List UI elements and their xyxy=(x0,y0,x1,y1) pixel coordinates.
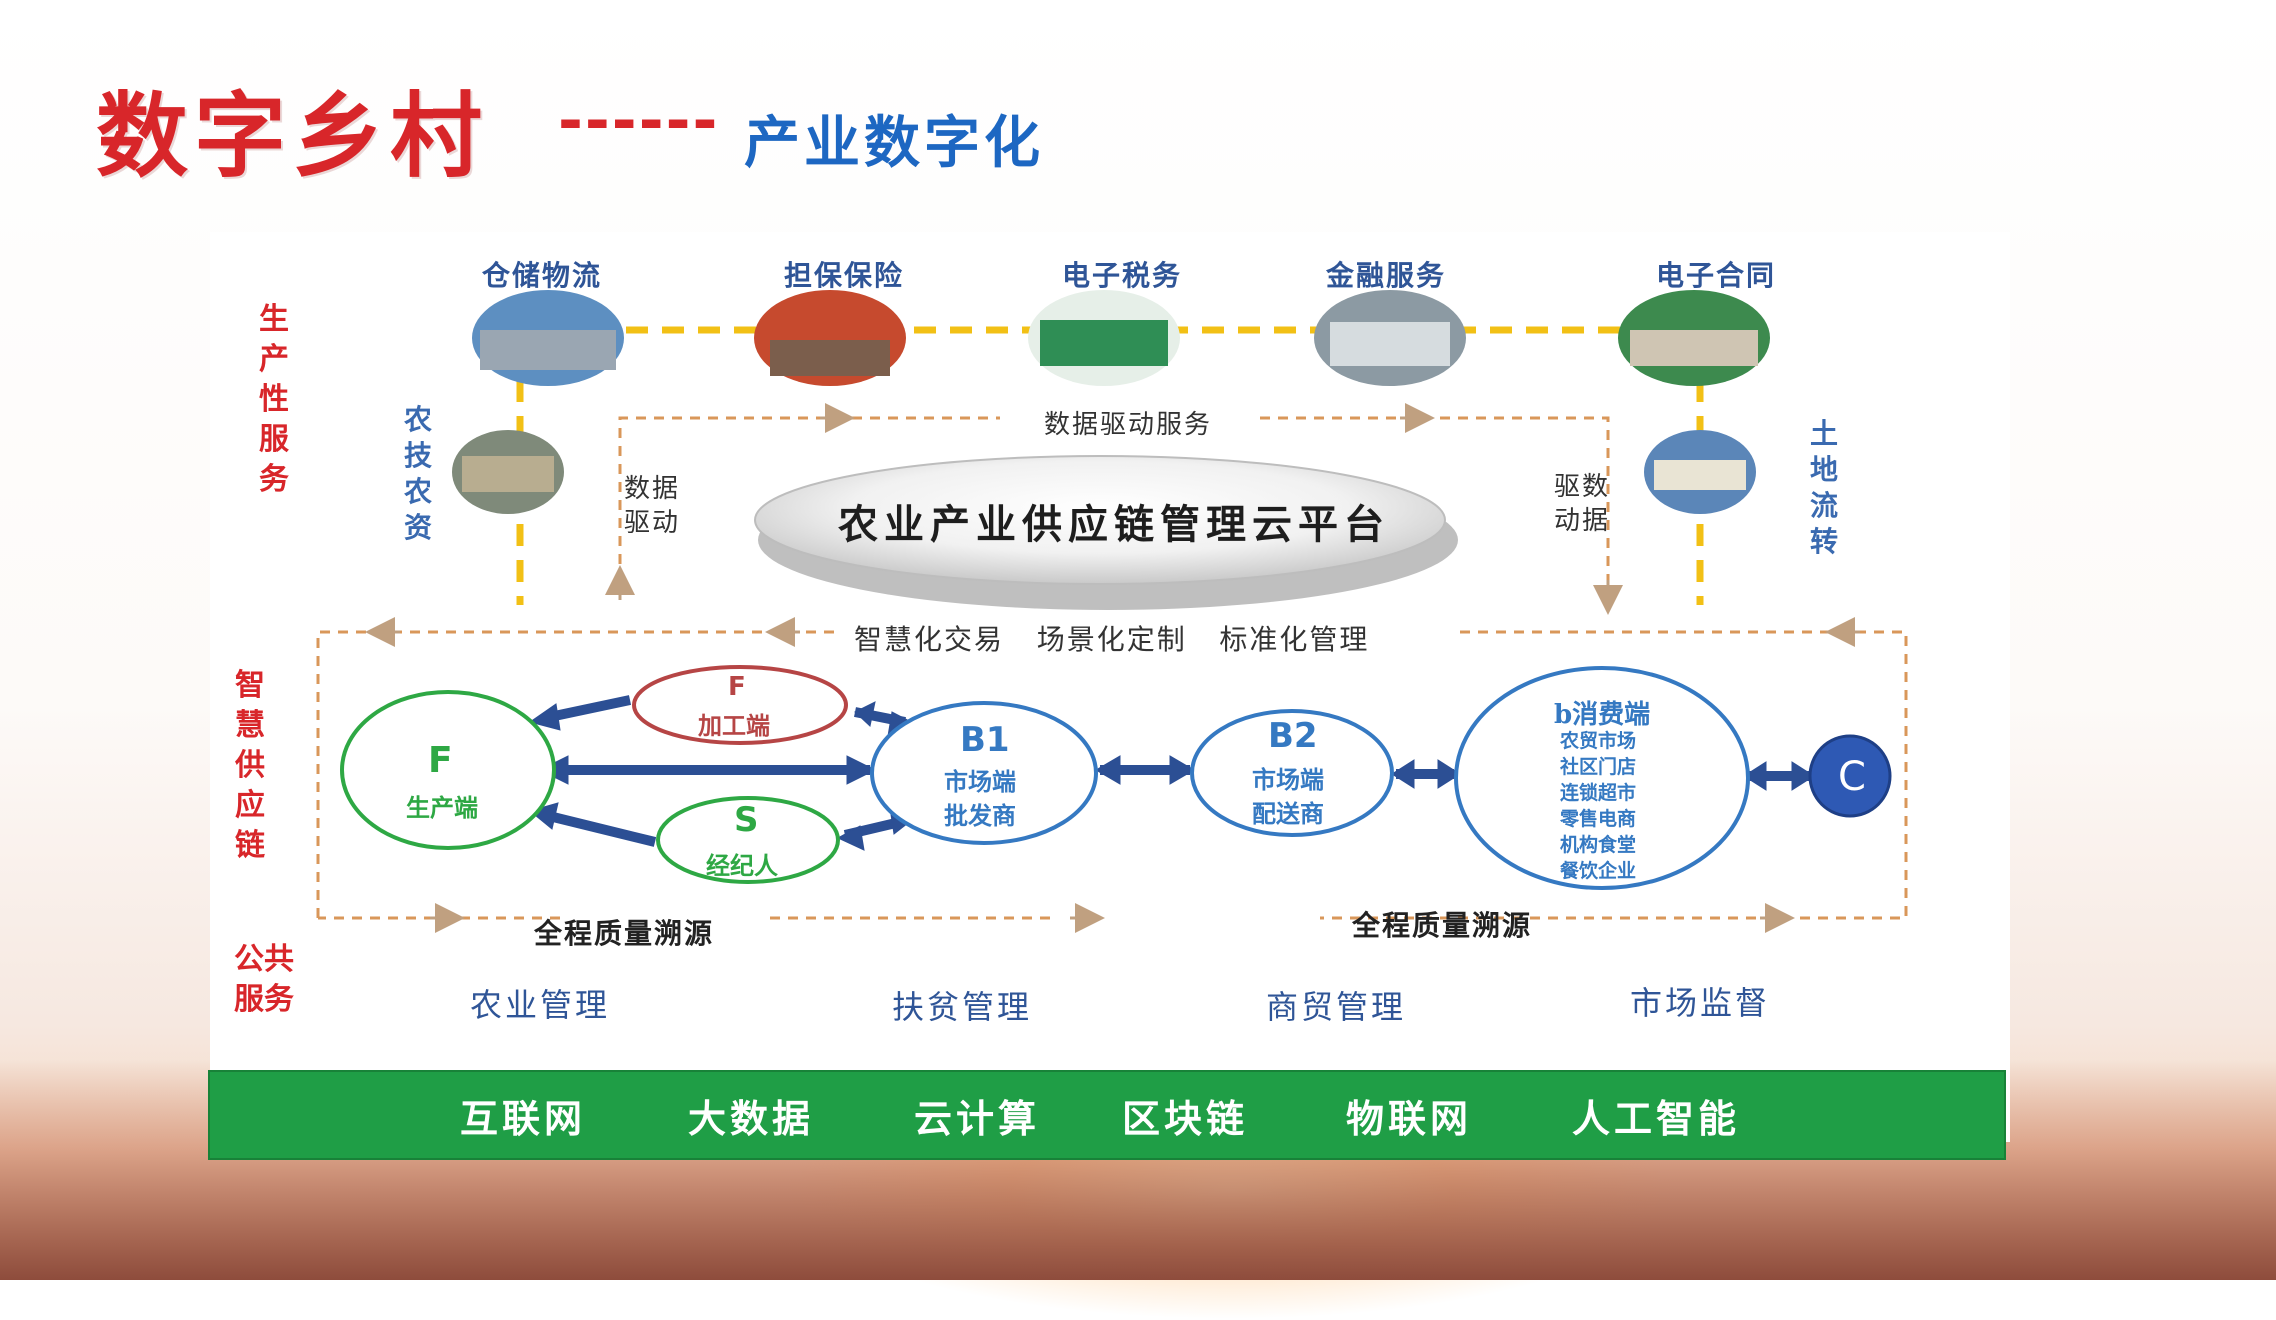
node-b-consumer-title: b消费端 xyxy=(1554,700,1651,730)
page-subtitle: 产业数字化 xyxy=(744,111,1044,176)
node-f-producer-letter: F xyxy=(428,740,453,781)
tech-cloud-computing: 云计算 xyxy=(914,1096,1041,1141)
node-f-producer-label: 生产端 xyxy=(406,793,478,822)
consumer-item: 连锁超市 xyxy=(1560,782,1637,804)
node-b2 xyxy=(1190,709,1394,837)
node-c-letter: C xyxy=(1838,754,1866,800)
data-loop-upper xyxy=(618,416,1610,600)
tech-blockchain: 区块链 xyxy=(1122,1096,1249,1141)
cloud-platform xyxy=(754,455,1446,585)
consumer-item: 餐饮企业 xyxy=(1560,860,1637,882)
node-s-label: 经纪人 xyxy=(706,851,778,880)
technology-bar xyxy=(208,1070,2006,1160)
node-f-processor xyxy=(632,665,848,745)
node-f-producer xyxy=(340,690,556,850)
node-c xyxy=(1808,734,1892,818)
diagram-canvas xyxy=(316,290,1908,933)
public-trade-management: 商贸管理 xyxy=(1266,988,1407,1026)
node-f-processor-letter: F xyxy=(728,672,746,702)
data-driven-left-2: 驱动 xyxy=(624,508,681,538)
node-b1-letter: B1 xyxy=(960,720,1010,760)
trace-label-left: 全程质量溯源 xyxy=(534,917,715,950)
service-photos xyxy=(452,290,1770,514)
label-smart-supply-chain: 智慧供应链 xyxy=(235,668,265,863)
title-separator: ------ xyxy=(558,86,720,156)
tech-big-data: 大数据 xyxy=(688,1096,815,1141)
node-b1 xyxy=(870,701,1098,845)
node-b2-line-2: 配送商 xyxy=(1252,799,1324,828)
node-b-consumer xyxy=(1454,666,1750,890)
node-b2-letter: B2 xyxy=(1268,716,1318,756)
data-driven-service: 数据驱动服务 xyxy=(1044,410,1213,440)
tech-iot: 物联网 xyxy=(1346,1096,1473,1141)
node-b2-line-1: 市场端 xyxy=(1252,765,1324,794)
public-poverty-alleviation: 扶贫管理 xyxy=(892,988,1033,1026)
label-public-service: 公共服务 xyxy=(234,942,294,1017)
page-title: 数字乡村 xyxy=(96,82,489,190)
consumer-item: 机构食堂 xyxy=(1560,834,1637,856)
node-s-broker xyxy=(656,796,840,884)
node-s-letter: S xyxy=(734,800,759,840)
service-finance: 金融服务 xyxy=(1326,259,1447,292)
platform-features: 智慧化交易 场景化定制 标准化管理 xyxy=(854,623,1370,656)
service-e-tax: 电子税务 xyxy=(1062,259,1183,292)
data-driven-right-2: 动据 xyxy=(1554,506,1611,536)
consumer-item: 农贸市场 xyxy=(1560,730,1637,752)
service-warehouse-logistics: 仓储物流 xyxy=(482,259,603,292)
node-f-processor-label: 加工端 xyxy=(698,711,770,740)
label-agri-tech: 农技农资 xyxy=(403,403,432,544)
platform-title: 农业产业供应链管理云平台 xyxy=(838,501,1390,548)
consumer-item: 零售电商 xyxy=(1560,808,1637,830)
public-agri-management: 农业管理 xyxy=(470,986,611,1024)
trace-label-right: 全程质量溯源 xyxy=(1352,909,1533,942)
tech-internet: 互联网 xyxy=(460,1096,587,1141)
service-guarantee-insurance: 担保保险 xyxy=(784,259,905,292)
label-land-transfer: 土地流转 xyxy=(1809,417,1838,558)
node-b1-line-2: 批发商 xyxy=(944,801,1016,830)
service-e-contract: 电子合同 xyxy=(1656,259,1777,292)
data-driven-left-1: 数据 xyxy=(624,474,681,504)
public-market-supervision: 市场监督 xyxy=(1630,984,1771,1022)
node-b-consumer-list: 农贸市场 社区门店 连锁超市 零售电商 机构食堂 餐饮企业 xyxy=(1560,728,1636,884)
consumer-item: 社区门店 xyxy=(1560,756,1637,778)
label-productive-service: 生产性服务 xyxy=(259,302,289,497)
data-driven-right-1: 驱数 xyxy=(1554,472,1611,502)
tech-ai: 人工智能 xyxy=(1572,1096,1741,1141)
node-b1-line-1: 市场端 xyxy=(944,767,1016,796)
flow-arrows xyxy=(528,695,1815,851)
